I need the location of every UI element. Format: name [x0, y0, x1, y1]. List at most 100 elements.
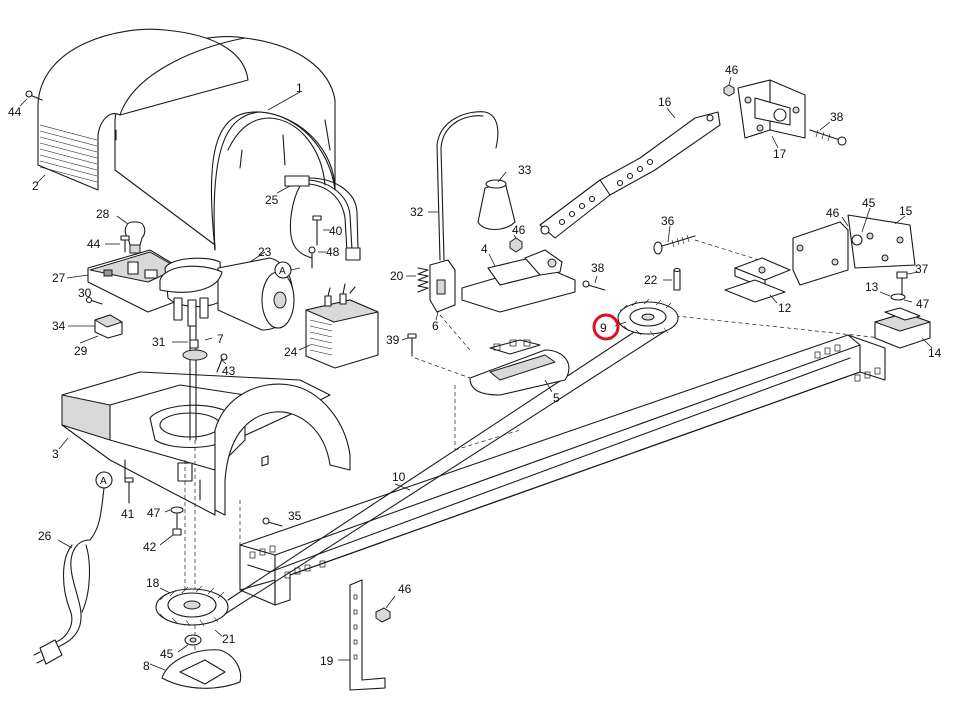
part-washer-13 — [879, 291, 906, 301]
label-part-44a: 44 — [8, 105, 22, 119]
label-part-25: 25 — [265, 193, 279, 207]
part-screw-30 — [85, 296, 103, 305]
part-screw-38-mid — [582, 275, 606, 291]
power-cord: A — [33, 471, 113, 665]
label-part-14: 14 — [928, 346, 942, 360]
label-part-1: 1 — [296, 81, 303, 95]
label-part-26: 26 — [38, 529, 52, 543]
part-bracket-12 — [724, 257, 791, 304]
part-transformer — [298, 283, 379, 369]
label-part-48: 48 — [326, 245, 340, 259]
label-part-4: 4 — [481, 242, 488, 256]
label-part-37: 37 — [915, 262, 929, 276]
label-part-5: 5 — [553, 391, 560, 405]
label-part-17: 17 — [773, 147, 787, 161]
part-nut-45-lower — [177, 634, 202, 653]
label-part-30: 30 — [78, 286, 92, 300]
label-part-40: 40 — [329, 224, 343, 238]
label-part-31: 31 — [152, 335, 166, 349]
label-part-36: 36 — [661, 214, 675, 228]
label-part-3: 3 — [52, 447, 59, 461]
label-part-19: 19 — [320, 654, 334, 668]
label-part-8: 8 — [143, 659, 150, 673]
part-cover — [36, 28, 336, 251]
label-part-23: 23 — [258, 245, 272, 259]
part-header-bracket — [792, 207, 916, 286]
part-sprocket-lower — [155, 314, 671, 637]
label-part-2: 2 — [32, 179, 39, 193]
part-rail-end-bracket — [874, 307, 933, 349]
label-part-22: 22 — [644, 273, 658, 287]
label-part-38a: 38 — [591, 261, 605, 275]
label-part-34: 34 — [52, 319, 66, 333]
part-labels: 1 2 3 4 5 6 7 8 9 10 12 13 14 15 16 17 1… — [8, 63, 942, 673]
part-trolley-carriage — [461, 249, 576, 313]
label-part-47b: 47 — [916, 297, 930, 311]
label-part-45b: 45 — [160, 647, 174, 661]
label-part-10: 10 — [392, 470, 406, 484]
svg-text:A: A — [100, 476, 107, 487]
screw-44-board — [105, 235, 130, 253]
part-spring — [406, 267, 429, 293]
part-door-bracket — [737, 79, 806, 149]
label-part-32: 32 — [410, 205, 424, 219]
part-screw-37 — [896, 271, 919, 296]
label-part-12: 12 — [778, 301, 792, 315]
label-part-45a: 45 — [862, 196, 876, 210]
label-part-7: 7 — [217, 332, 224, 346]
label-part-27: 27 — [52, 271, 66, 285]
label-part-43: 43 — [222, 364, 236, 378]
part-nut-46-top — [723, 76, 735, 97]
part-chassis — [58, 371, 351, 516]
label-part-35: 35 — [288, 509, 302, 523]
label-part-29: 29 — [74, 344, 88, 358]
part-trolley-base — [469, 339, 570, 396]
part-screw-48 — [308, 246, 326, 269]
part-screw-35 — [262, 517, 283, 527]
part-release-cable — [428, 111, 499, 261]
label-part-39: 39 — [386, 333, 400, 347]
label-part-9: 9 — [600, 321, 607, 335]
part-bolt-36 — [653, 225, 696, 255]
label-part-44b: 44 — [87, 237, 101, 251]
part-door-arm — [539, 107, 721, 239]
part-bulb — [116, 215, 146, 254]
part-idler-sprocket — [614, 298, 679, 337]
part-knob — [477, 171, 516, 231]
part-screw-38-top — [809, 121, 847, 146]
part-wire-harness — [276, 175, 361, 261]
label-part-47a: 47 — [147, 506, 161, 520]
connector-label: A — [279, 266, 286, 277]
part-pin-22 — [663, 267, 681, 291]
part-release-lever — [429, 259, 456, 321]
label-part-38b: 38 — [830, 110, 844, 124]
label-part-15: 15 — [899, 204, 913, 218]
part-screw-39 — [401, 333, 417, 357]
part-nut-47-right — [903, 299, 913, 303]
label-part-46b: 46 — [512, 223, 526, 237]
label-part-41: 41 — [121, 507, 135, 521]
label-part-42: 42 — [143, 540, 157, 554]
part-hanger-bracket — [338, 579, 396, 691]
part-screw-40 — [312, 215, 330, 246]
label-part-16: 16 — [658, 95, 672, 109]
label-part-20: 20 — [390, 269, 404, 283]
label-part-18: 18 — [146, 576, 160, 590]
label-part-21: 21 — [222, 632, 236, 646]
label-part-6: 6 — [432, 319, 439, 333]
label-part-24: 24 — [284, 345, 298, 359]
part-nut-46-mid — [509, 234, 523, 253]
assembly-lines-center — [414, 239, 901, 451]
label-part-33: 33 — [518, 163, 532, 177]
highlight-ring — [592, 313, 620, 341]
label-part-46d: 46 — [398, 582, 412, 596]
part-sprocket-cover — [149, 649, 242, 689]
label-part-46c: 46 — [826, 206, 840, 220]
label-part-28: 28 — [96, 207, 110, 221]
label-part-46a: 46 — [725, 63, 739, 77]
part-terminal-block — [68, 314, 123, 344]
part-motor — [159, 251, 295, 331]
label-part-13: 13 — [865, 280, 879, 294]
connector-callout-a-top: A — [274, 261, 301, 279]
